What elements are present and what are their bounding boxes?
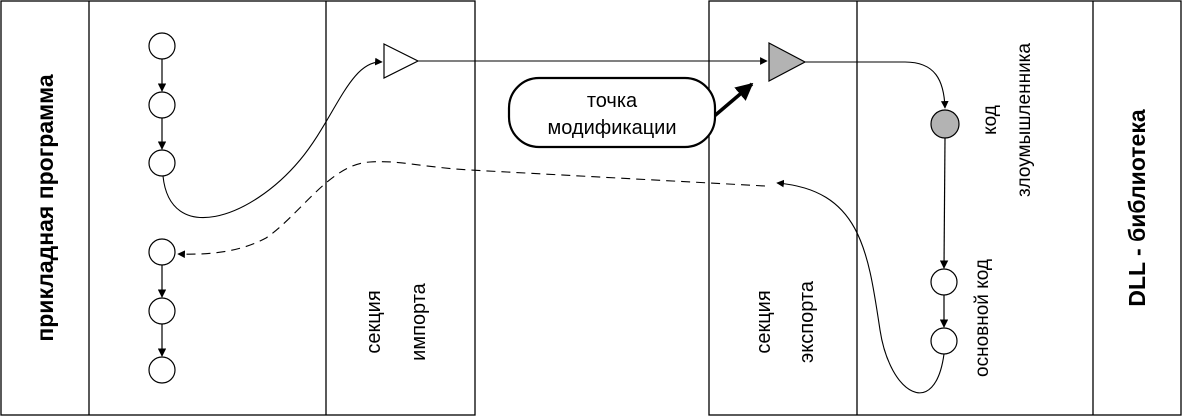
modification-point-callout: точка модификации [507,76,717,149]
app-node-3 [148,149,176,177]
return-to-app-dashed-curve [177,161,766,259]
modification-point-arrow [710,82,754,120]
import-entry-triangle [383,43,420,79]
malicious-code-label-line2: злоумышленника [1014,43,1035,197]
dll-title: DLL - библиотека [1124,109,1150,307]
call-to-import-curve [162,57,383,219]
dll-block: DLL - библиотека секция экспорта код зло… [708,0,1182,416]
main-to-export-return-curve [776,179,945,394]
callout-box [507,76,717,149]
app-node-5 [148,297,176,325]
application-block: прикладная программа секция импорта [0,0,476,416]
malicious-to-main-arrow [939,137,949,269]
application-title: прикладная программа [32,74,58,342]
app-node-6 [148,356,176,384]
connectors [162,57,949,394]
export-section-label-line2: экспорта [796,280,818,363]
import-section-label-line1: секция [363,290,385,353]
callout-line1: точка [587,90,638,112]
application-frame [0,0,476,416]
app-node-1 [148,32,176,60]
app-node-2 [148,91,176,119]
export-entry-triangle [768,42,807,82]
malicious-code-node [930,109,960,139]
main-code-node-2 [930,327,958,355]
main-code-node-1 [930,268,958,296]
app-node-4 [148,238,176,266]
export-to-malicious-curve [805,61,949,109]
main-code-label: основной код [972,259,993,377]
import-section-label-line2: импорта [408,282,430,360]
export-section-label-line1: секция [753,290,775,353]
callout-line2: модификации [547,117,676,139]
dll-frame [708,0,1182,416]
malicious-code-label-line1: код [980,105,1001,135]
